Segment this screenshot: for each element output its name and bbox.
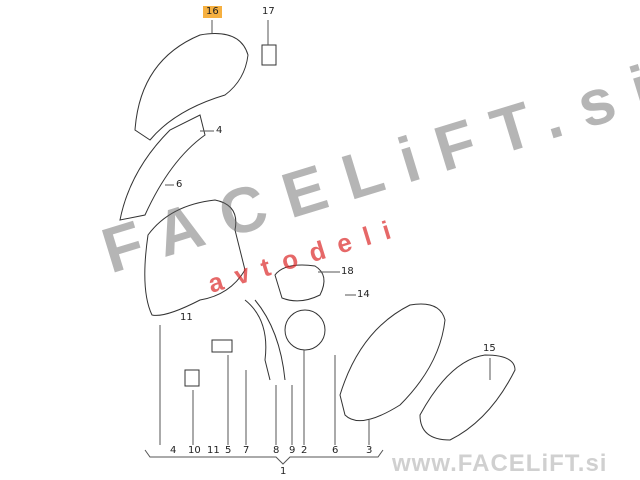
callout-11: 11: [180, 312, 193, 323]
bottom-label: 8: [273, 445, 280, 456]
callout-16: 16: [203, 6, 222, 18]
wiring: [244, 299, 286, 381]
bottom-label: 4: [170, 445, 177, 456]
callout-6: 6: [176, 179, 183, 190]
callout-4: 4: [216, 125, 223, 136]
group-label: 1: [280, 466, 287, 477]
watermark-url: www.FACELiFT.si: [392, 450, 608, 477]
bottom-label: 2: [301, 445, 308, 456]
mirror-cap: [134, 33, 249, 141]
motor: [284, 309, 326, 351]
bottom-label: 3: [366, 445, 373, 456]
bottom-label: 5: [225, 445, 232, 456]
mirror-housing: [144, 199, 246, 316]
callout-17: 17: [262, 6, 275, 17]
turn-signal: [119, 114, 206, 221]
bracket-10: [184, 369, 200, 387]
callout-15: 15: [483, 343, 496, 354]
bottom-label: 6: [332, 445, 339, 456]
connector-5: [211, 339, 233, 353]
callout-18: 18: [341, 266, 354, 277]
bottom-label: 10: [188, 445, 201, 456]
cap-clip: [261, 44, 277, 66]
bottom-label: 9: [289, 445, 296, 456]
mirror-glass-holder: [339, 303, 446, 422]
mirror-glass: [419, 354, 516, 441]
callout-14: 14: [357, 289, 370, 300]
bottom-label: 7: [243, 445, 250, 456]
cover-18: [274, 264, 325, 302]
bottom-label: 11: [207, 445, 220, 456]
